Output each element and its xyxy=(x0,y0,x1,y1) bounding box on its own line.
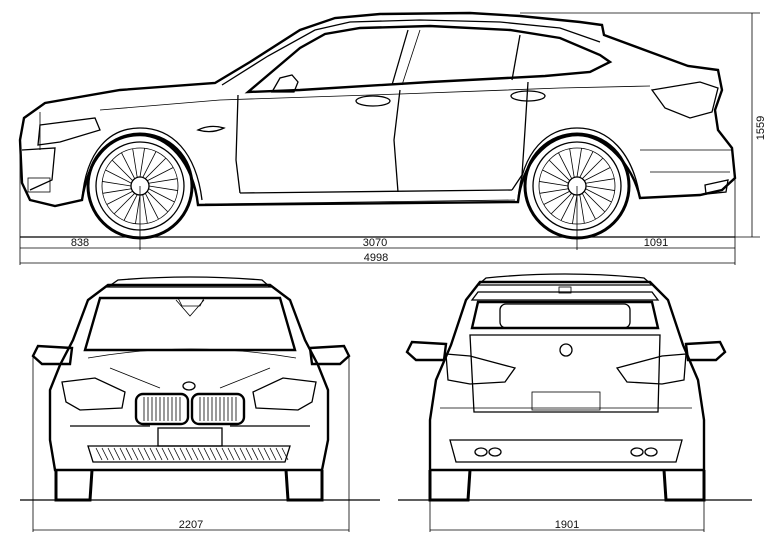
height-value: 1559 xyxy=(755,116,767,140)
front-windshield xyxy=(83,296,297,352)
side-character-line xyxy=(99,85,651,111)
rear-diffuser xyxy=(449,439,683,463)
rear-roof xyxy=(476,273,654,286)
rear-right-taillight xyxy=(615,353,687,385)
front-grille-bars xyxy=(143,397,237,421)
side-taillight xyxy=(650,81,719,119)
rear-brake-light xyxy=(558,286,572,294)
side-rocker-line xyxy=(204,199,516,205)
side-b-pillar xyxy=(391,29,409,86)
side-c-pillar xyxy=(511,34,521,81)
front-left-mirror xyxy=(31,344,74,366)
rear-body-outline xyxy=(428,280,706,472)
rear-window-inner xyxy=(499,303,631,329)
side-rear-door-line xyxy=(393,89,401,193)
side-front-door-handle xyxy=(355,95,391,107)
front-badge xyxy=(182,381,196,391)
length-dimensions: 838 3070 1091 4998 xyxy=(19,140,736,265)
side-rear-door-end xyxy=(511,81,529,191)
side-sill-line xyxy=(239,189,513,194)
side-exhaust xyxy=(704,179,729,195)
front-body-outline xyxy=(48,283,330,472)
rear-right-mirror xyxy=(684,340,727,362)
front-roof xyxy=(105,276,272,288)
front-width-dimension: 2207 xyxy=(32,356,350,532)
side-front-wheel-arch xyxy=(81,127,203,201)
rear-badge xyxy=(559,343,573,357)
width-value: 2207 xyxy=(179,519,203,531)
side-roof-line xyxy=(221,19,601,86)
front-right-headlight xyxy=(252,377,317,411)
side-mirror xyxy=(270,74,299,93)
side-rear-wheel-arch xyxy=(517,127,641,201)
side-front-bumper xyxy=(21,147,56,191)
front-license-plate xyxy=(157,427,223,447)
rear-left-mirror xyxy=(405,340,448,362)
rear-window xyxy=(470,300,660,330)
rear-exhaust-right-2 xyxy=(644,447,658,457)
side-fender-vent xyxy=(196,125,226,133)
side-headlight xyxy=(37,117,101,146)
front-overhang-value: 838 xyxy=(71,237,89,249)
rear-left-taillight xyxy=(445,353,517,385)
rear-width-dimension: 1901 xyxy=(429,470,705,532)
side-view: 1559 838 3070 1091 4998 xyxy=(18,11,767,265)
side-rear-bumper xyxy=(640,149,732,173)
wheelbase-value: 3070 xyxy=(363,237,387,249)
front-right-tire xyxy=(284,469,324,502)
rear-license-plate xyxy=(531,391,601,411)
front-left-tire xyxy=(54,469,94,502)
side-window-glass xyxy=(244,24,613,94)
side-fog-light xyxy=(27,177,51,193)
side-b-pillar-inner xyxy=(401,29,421,86)
front-mirror-stem xyxy=(175,299,205,317)
rear-right-tire xyxy=(662,469,706,502)
track-value: 1901 xyxy=(555,519,579,531)
height-dimension: 1559 xyxy=(520,12,767,238)
front-lower-intake xyxy=(87,445,291,463)
rear-exhaust-left-2 xyxy=(488,447,502,457)
front-view: 2207 xyxy=(20,276,380,532)
front-grille-right xyxy=(190,392,246,426)
front-right-mirror xyxy=(308,344,351,366)
rear-overhang-value: 1091 xyxy=(644,237,668,249)
front-intake-mesh xyxy=(95,447,289,461)
front-hood-creases xyxy=(109,367,271,389)
side-rear-door-handle xyxy=(510,90,546,102)
side-front-door-line xyxy=(235,94,241,194)
rear-exhaust-right-1 xyxy=(630,447,644,457)
front-left-headlight xyxy=(61,377,126,411)
front-hood-line xyxy=(87,348,297,359)
rear-exhaust-left-1 xyxy=(474,447,488,457)
rear-spoiler xyxy=(470,291,660,301)
front-grille-left xyxy=(134,392,190,426)
rear-trunk-lid xyxy=(469,334,661,413)
total-length-value: 4998 xyxy=(364,252,388,264)
rear-left-tire xyxy=(428,469,472,502)
rear-view: 1901 xyxy=(398,273,752,532)
